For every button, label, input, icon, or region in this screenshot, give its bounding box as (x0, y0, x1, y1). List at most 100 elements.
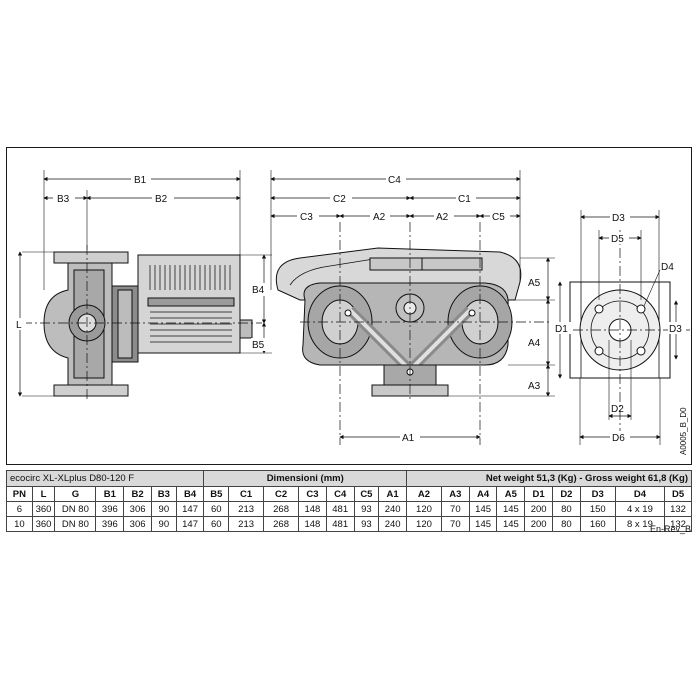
column-header-b3: B3 (150, 486, 177, 502)
table-cell: 145 (468, 516, 498, 532)
dim-label-d1: D1 (555, 324, 568, 335)
table-cell: 396 (95, 501, 125, 517)
table-cell: DN 80 (54, 501, 97, 517)
table-cell: 93 (353, 516, 380, 532)
table-cell: 8 x 19 (614, 516, 666, 532)
column-header-g: G (54, 486, 97, 502)
column-header-c3: C3 (298, 486, 327, 502)
dim-label-d4: D4 (661, 262, 674, 273)
table-cell: 132 (664, 501, 692, 517)
dim-label-d3: D3 (612, 213, 625, 224)
table-cell: 120 (406, 516, 442, 532)
table-cell: 90 (150, 501, 177, 517)
weight-info: Net weight 51,3 (Kg) - Gross weight 61,8… (406, 470, 692, 487)
dim-label-d6: D6 (612, 433, 625, 444)
dim-label-b2: B2 (155, 194, 168, 205)
dim-label-a1: A1 (402, 433, 415, 444)
revision-label: En-Rev_B (649, 524, 691, 534)
column-header-c5: C5 (353, 486, 380, 502)
front-view-labels: C4 C2 C1 C3 A2 A2 C5 A1 A5 A4 A3 (297, 173, 546, 444)
drawing-code: A0005_B_D0 (679, 407, 688, 455)
table-cell: 306 (123, 501, 152, 517)
dim-label-d2: D2 (611, 404, 624, 415)
table-cell: 132 (664, 516, 692, 532)
column-header-b4: B4 (175, 486, 205, 502)
drawing-frame (6, 147, 692, 465)
dim-label-c4: C4 (388, 175, 401, 186)
table-cell: 10 (6, 516, 33, 532)
column-header-d1: D1 (524, 486, 554, 502)
dim-label-a5: A5 (528, 278, 541, 289)
table-cell: 360 (31, 516, 56, 532)
dim-label-a2-right: A2 (436, 212, 449, 223)
table-cell: 148 (298, 516, 327, 532)
table-cell: 481 (325, 516, 355, 532)
table-cell: 200 (524, 516, 554, 532)
dimensions-title: Dimensioni (mm) (203, 470, 407, 487)
table-cell: 80 (552, 516, 581, 532)
column-header-d3: D3 (579, 486, 616, 502)
column-header-a3: A3 (440, 486, 470, 502)
table-cell: 148 (298, 501, 327, 517)
dim-label-b3: B3 (57, 194, 70, 205)
dim-label-a4: A4 (528, 338, 541, 349)
table-cell: 93 (353, 501, 380, 517)
table-cell: 70 (440, 501, 470, 517)
table-cell: 268 (263, 501, 300, 517)
table-cell: 145 (496, 516, 526, 532)
dim-label-a3: A3 (528, 381, 541, 392)
table-cell: 6 (6, 501, 33, 517)
column-header-a5: A5 (496, 486, 526, 502)
flange-view (555, 210, 690, 445)
dim-label-d5: D5 (611, 234, 624, 245)
table-cell: 145 (496, 501, 526, 517)
table-cell: 60 (203, 501, 230, 517)
column-header-b2: B2 (123, 486, 152, 502)
front-view (270, 170, 555, 445)
table-cell: 396 (95, 516, 125, 532)
column-header-c2: C2 (263, 486, 300, 502)
dim-label-a2-left: A2 (373, 212, 386, 223)
column-header-a4: A4 (468, 486, 498, 502)
dim-label-d3-vertical: D3 (669, 324, 682, 335)
table-cell: 150 (579, 501, 616, 517)
column-header-a1: A1 (378, 486, 407, 502)
table-cell: 120 (406, 501, 442, 517)
table-cell: 80 (552, 501, 581, 517)
dimension-table: ecocirc XL-XLplus D80-120 F Dimensioni (… (5, 470, 692, 532)
table-cell: 200 (524, 501, 554, 517)
table-cell: 70 (440, 516, 470, 532)
dim-label-c2: C2 (333, 194, 346, 205)
dim-label-b4: B4 (252, 285, 265, 296)
table-cell: 147 (175, 516, 205, 532)
table-cell: 481 (325, 501, 355, 517)
table-cell: 4 x 19 (614, 501, 666, 517)
table-cell: 240 (378, 501, 407, 517)
column-header-l: L (31, 486, 56, 502)
column-header-b1: B1 (95, 486, 125, 502)
table-cell: 213 (228, 516, 265, 532)
table-cell: 90 (150, 516, 177, 532)
table-cell: 240 (378, 516, 407, 532)
dim-label-c3: C3 (300, 212, 313, 223)
table-cell: 306 (123, 516, 152, 532)
side-view (17, 170, 272, 402)
flange-view-labels: D3 D5 D4 D1 D3 D2 D6 A0005_B_D0 (553, 211, 688, 455)
table-cell: 213 (228, 501, 265, 517)
column-header-c4: C4 (325, 486, 355, 502)
column-header-pn: PN (6, 486, 33, 502)
model-name: ecocirc XL-XLplus D80-120 F (5, 470, 205, 487)
column-header-b5: B5 (203, 486, 230, 502)
table-cell: 60 (203, 516, 230, 532)
column-header-d4: D4 (614, 486, 666, 502)
table-cell: 160 (579, 516, 616, 532)
dim-label-b5: B5 (252, 340, 265, 351)
dim-label-c1: C1 (458, 194, 471, 205)
dim-label-c5: C5 (492, 212, 505, 223)
dim-label-l: L (16, 320, 22, 331)
table-cell: 360 (31, 501, 56, 517)
table-cell: 268 (263, 516, 300, 532)
